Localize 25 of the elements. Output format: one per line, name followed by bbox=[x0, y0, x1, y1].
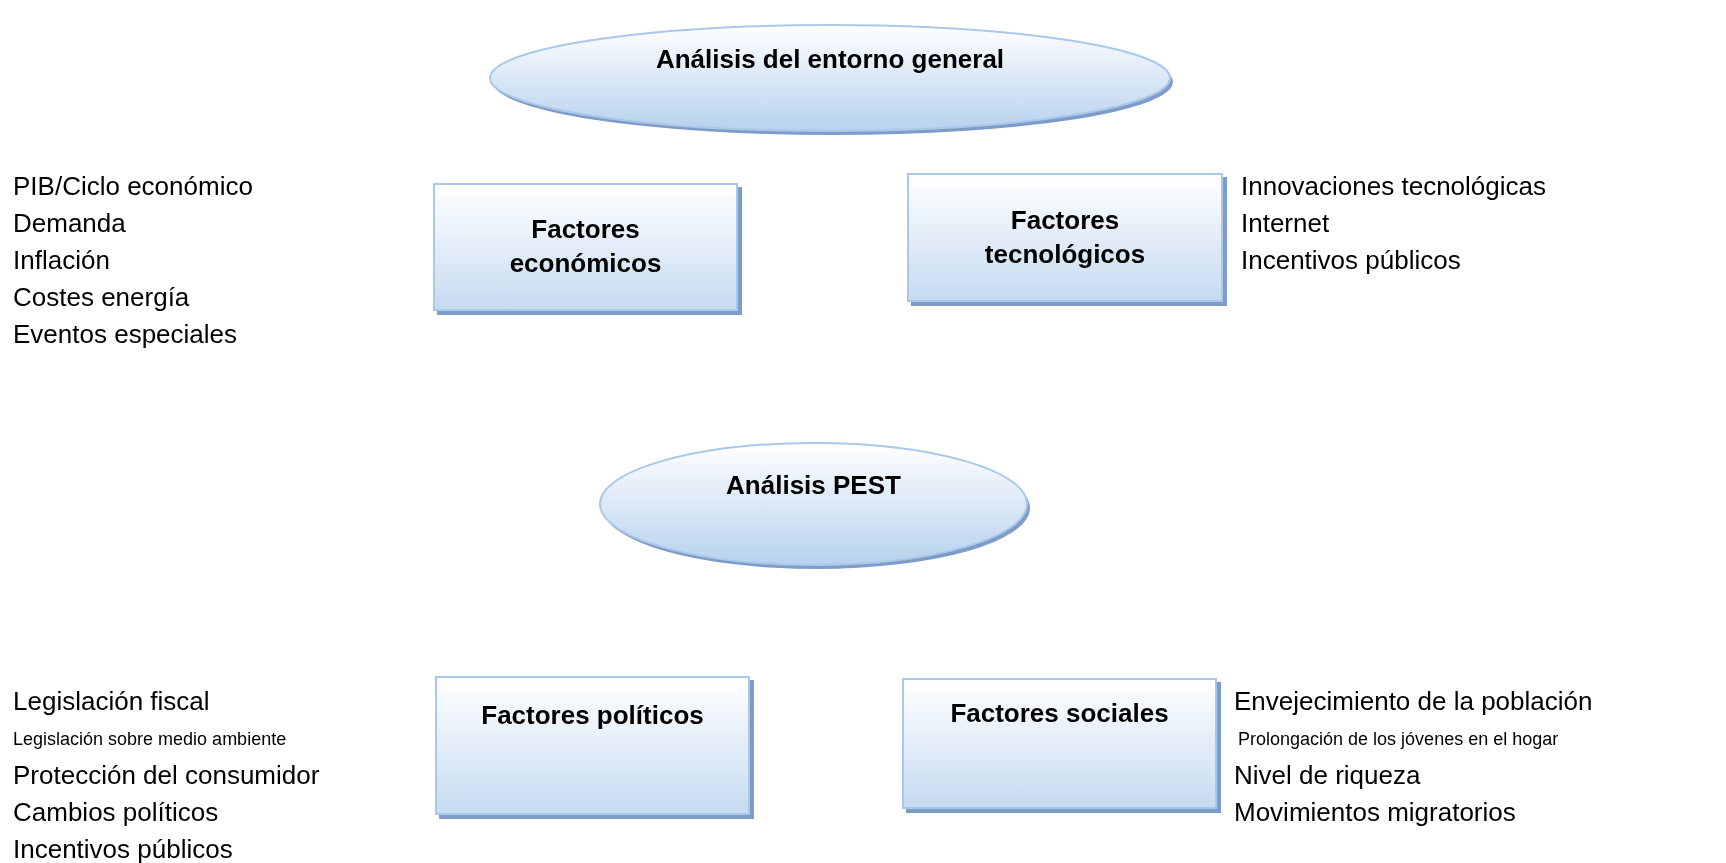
node-title: Análisis del entorno general bbox=[654, 43, 1006, 77]
factor-item: Innovaciones tecnológicas bbox=[1241, 171, 1546, 203]
factor-item: Protección del consumidor bbox=[13, 760, 320, 792]
factor-item: Envejecimiento de la población bbox=[1234, 686, 1593, 718]
ellipse-node bbox=[598, 440, 1029, 568]
factor-item: Internet bbox=[1241, 208, 1330, 240]
node-title: Factores sociales bbox=[949, 696, 1170, 730]
factor-item: Movimientos migratorios bbox=[1234, 797, 1516, 829]
factor-item: Costes energía bbox=[13, 282, 190, 314]
factor-item: Legislación fiscal bbox=[13, 686, 210, 718]
node-title: Factores económicos bbox=[508, 213, 663, 280]
factor-item: Legislación sobre medio ambiente bbox=[13, 729, 287, 751]
factor-item: Cambios políticos bbox=[13, 797, 219, 829]
factor-item: Incentivos públicos bbox=[13, 834, 233, 863]
factor-item: PIB/Ciclo económico bbox=[13, 171, 253, 203]
factor-item: Incentivos públicos bbox=[1241, 245, 1461, 277]
factor-item: Prolongación de los jóvenes en el hogar bbox=[1238, 729, 1559, 751]
factor-item: Inflación bbox=[13, 245, 110, 277]
node-title: Análisis PEST bbox=[725, 469, 902, 503]
factor-item: Demanda bbox=[13, 208, 126, 240]
factor-item: Nivel de riqueza bbox=[1234, 760, 1421, 792]
node-title: Factores políticos bbox=[480, 698, 705, 732]
factor-item: Eventos especiales bbox=[13, 319, 238, 351]
ellipse-node bbox=[488, 22, 1172, 134]
node-title: Factores tecnológicos bbox=[983, 203, 1147, 271]
